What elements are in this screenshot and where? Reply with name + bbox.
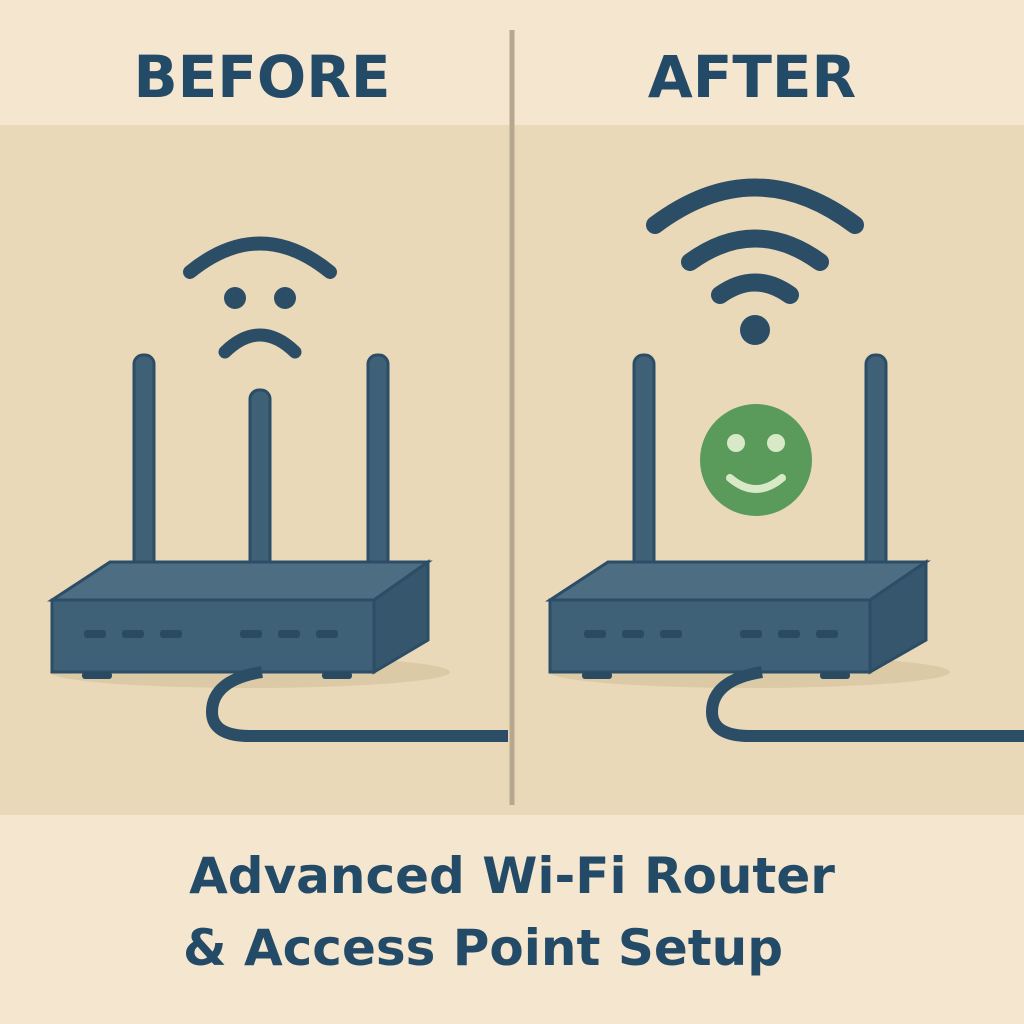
router-before bbox=[46, 353, 508, 742]
before-label: BEFORE bbox=[133, 43, 390, 111]
weak-wifi-icon bbox=[183, 236, 337, 279]
router-after bbox=[544, 353, 1024, 742]
after-label: AFTER bbox=[648, 43, 856, 111]
caption-line-2: & Access Point Setup bbox=[183, 919, 783, 977]
strong-wifi-icon bbox=[646, 178, 864, 345]
caption-line-1: Advanced Wi-Fi Router bbox=[189, 847, 835, 905]
happy-face-icon bbox=[700, 404, 812, 516]
sad-face-icon bbox=[218, 287, 302, 359]
